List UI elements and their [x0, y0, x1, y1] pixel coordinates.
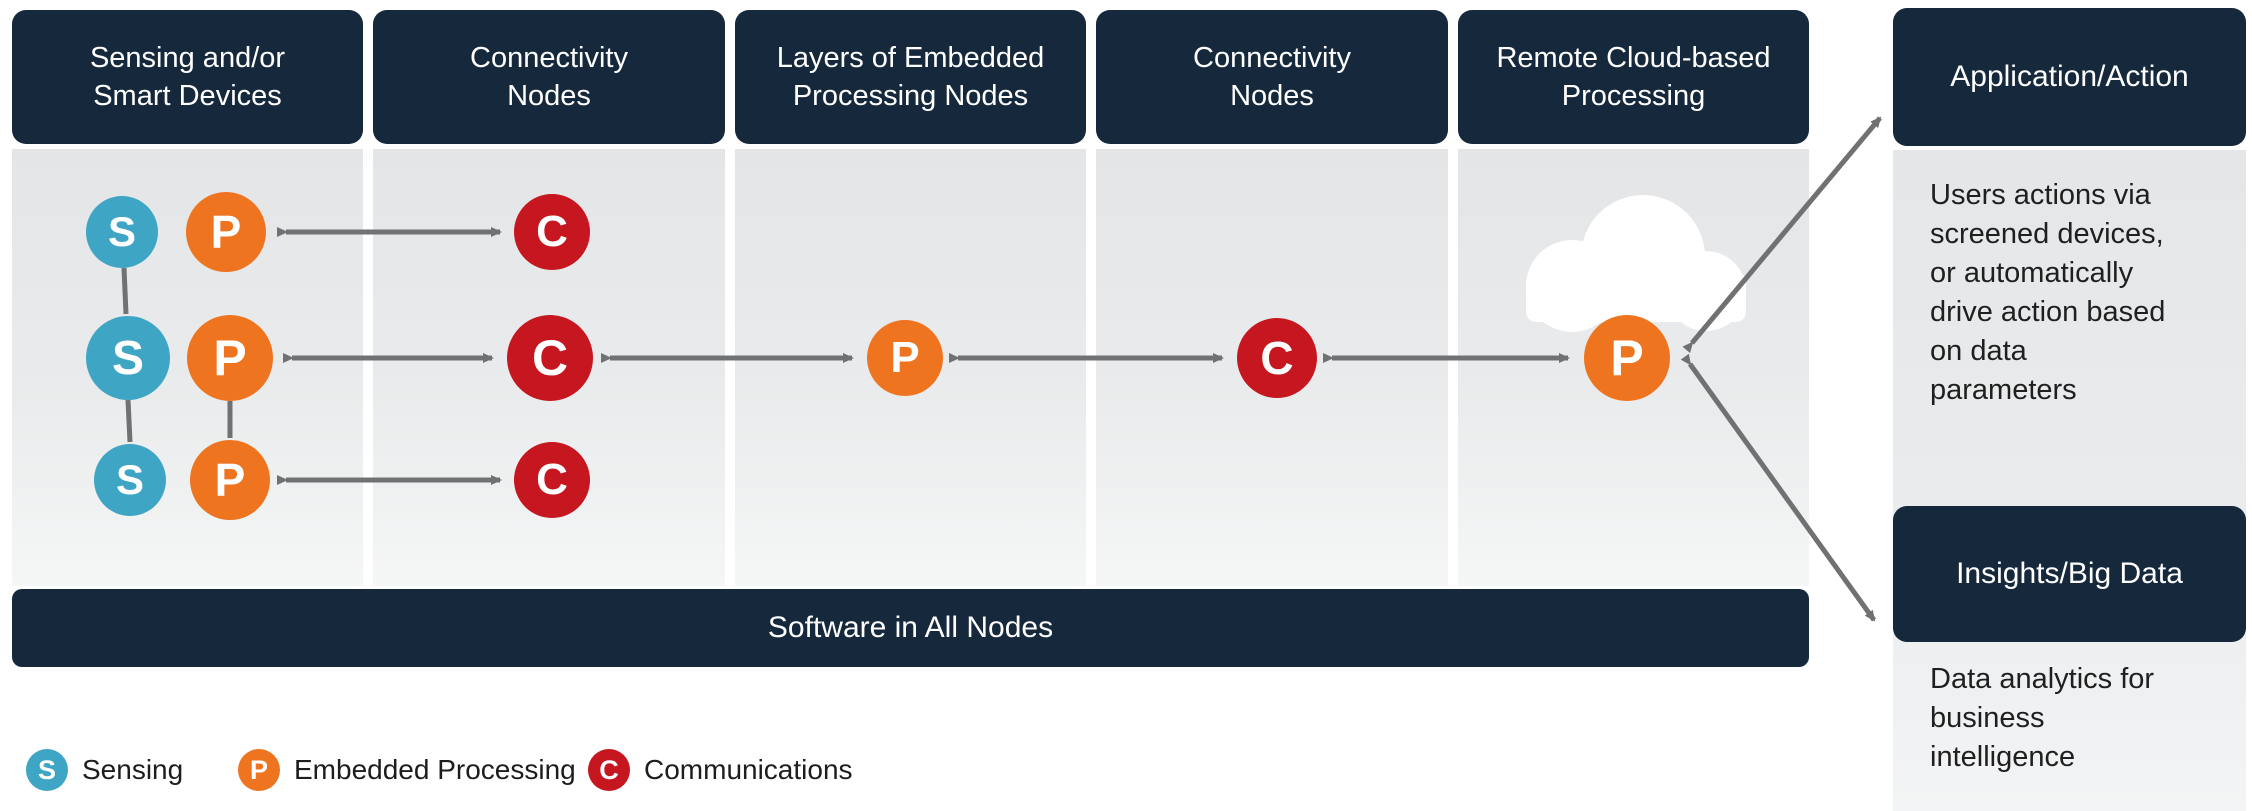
column-header-embedded-processing: Layers of Embedded Processing Nodes — [735, 10, 1086, 144]
node-communications-1: C — [514, 194, 590, 270]
legend-item-communications: C Communications — [588, 746, 853, 794]
right-panel-background — [1893, 150, 2246, 811]
sensing-legend-icon: S — [26, 749, 68, 791]
column-header-connectivity-nodes-2: Connectivity Nodes — [1096, 10, 1448, 144]
node-sensing-3: S — [94, 444, 166, 516]
application-action-box: Application/Action — [1893, 8, 2246, 146]
insights-big-data-box: Insights/Big Data — [1893, 506, 2246, 642]
legend-label-communications: Communications — [644, 754, 853, 785]
insights-big-data-description: Data analytics for business intelligence — [1930, 663, 2155, 773]
column-header-connectivity-nodes-1: Connectivity Nodes — [373, 10, 725, 144]
legend-item-embedded-processing: P Embedded Processing — [238, 746, 576, 794]
node-sensing-2: S — [86, 316, 170, 400]
column-header-sensing-devices: Sensing and/or Smart Devices — [12, 10, 363, 144]
node-sensing-1: S — [86, 196, 158, 268]
communications-legend-icon: C — [588, 749, 630, 791]
legend-item-sensing: S Sensing — [26, 746, 183, 794]
legend-label-sensing: Sensing — [82, 754, 184, 785]
node-communications-2: C — [507, 315, 593, 401]
node-processing-3: P — [190, 440, 270, 520]
node-communications-mid: C — [1237, 318, 1317, 398]
node-processing-mid: P — [867, 320, 943, 396]
node-processing-1: P — [186, 192, 266, 272]
column-header-cloud-processing: Remote Cloud-based Processing — [1458, 10, 1809, 144]
software-in-all-nodes-bar: Software in All Nodes — [12, 589, 1809, 667]
processing-legend-icon: P — [238, 749, 280, 791]
legend-label-embedded-processing: Embedded Processing — [294, 754, 576, 785]
node-processing-cloud: P — [1584, 315, 1670, 401]
node-processing-2: P — [187, 315, 273, 401]
application-action-description: Users actions via screened devices, or a… — [1930, 179, 2166, 406]
node-communications-3: C — [514, 442, 590, 518]
